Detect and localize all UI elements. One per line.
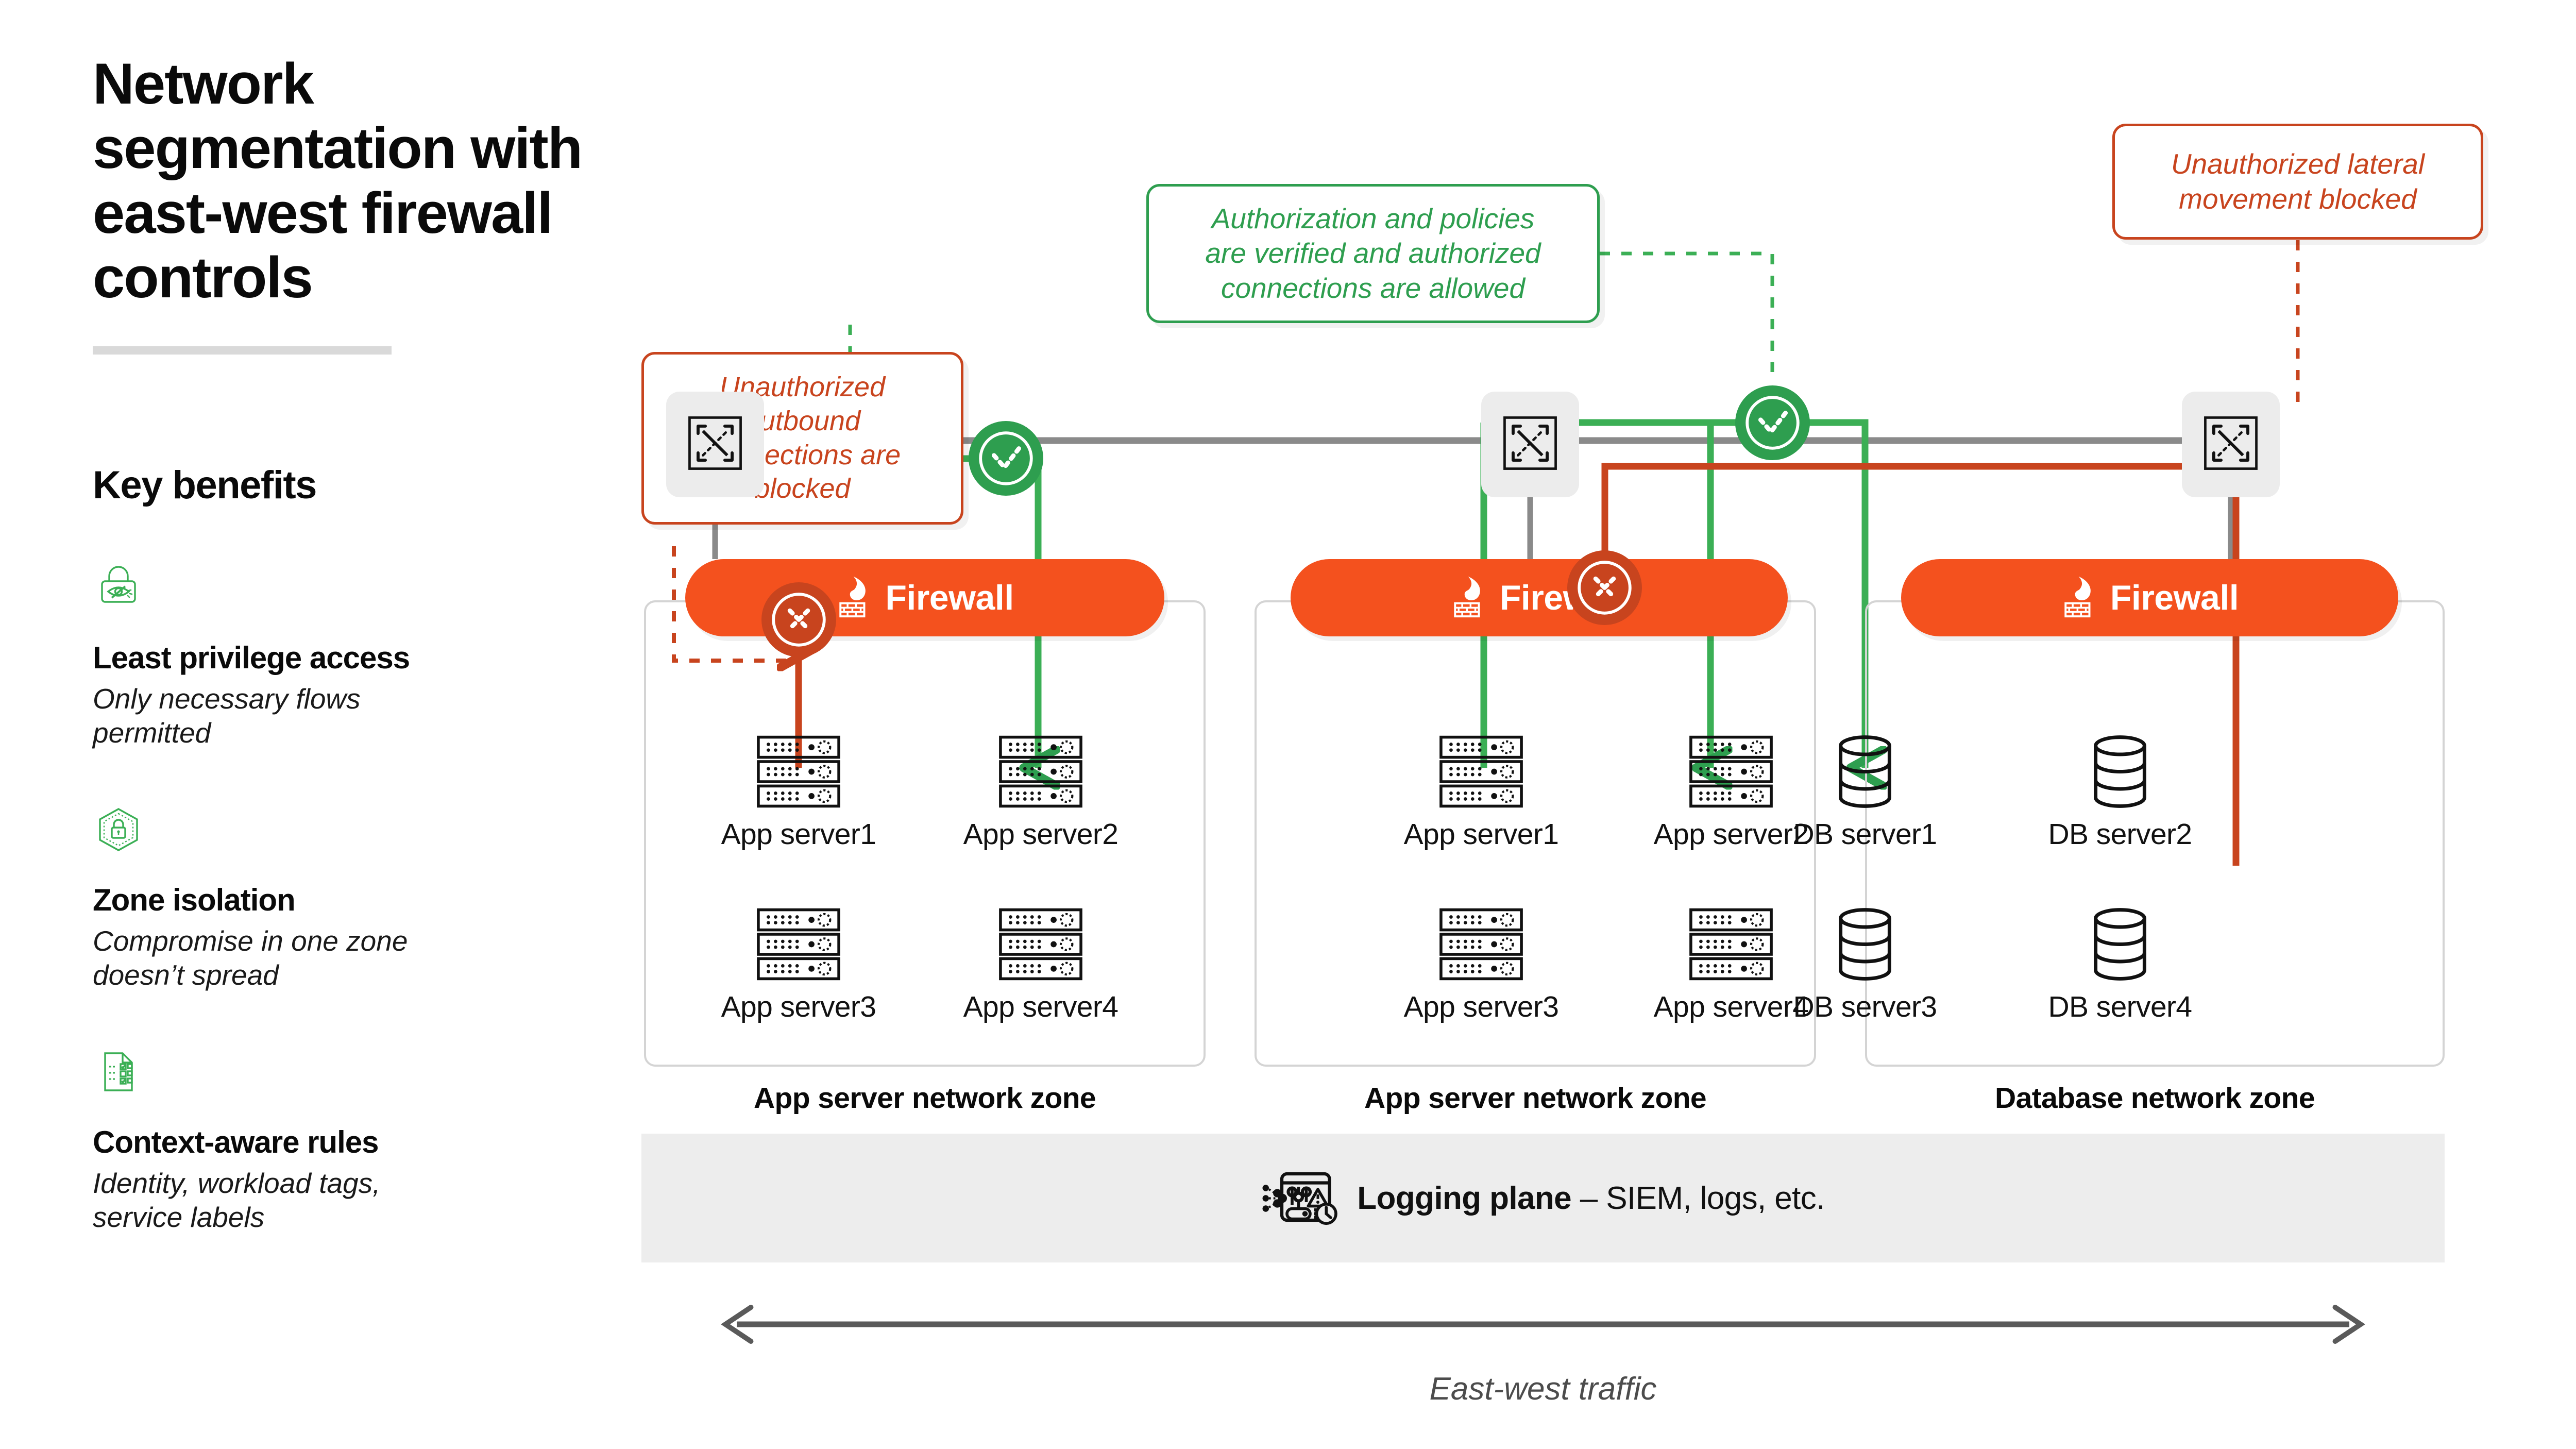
benefit-description: Only necessary flows permitted [93, 682, 361, 749]
node-label: DB server4 [2048, 990, 2192, 1023]
database-cylinder-icon [2035, 904, 2205, 982]
network-switch-zone-1[interactable] [666, 392, 764, 497]
node-db-server-2[interactable]: DB server2 [2035, 732, 2205, 851]
server-rack-icon [714, 732, 884, 809]
logging-plane-label-bold: Logging plane [1357, 1180, 1572, 1216]
benefit-context-aware-rules: Context-aware rules Identity, workload t… [93, 1046, 670, 1234]
east-west-traffic-caption: East-west traffic [1429, 1371, 1657, 1407]
network-switch-icon [685, 413, 745, 476]
page-title: Network segmentation with east-west fire… [93, 52, 583, 310]
node-app-server-1b[interactable]: App server1 [1396, 732, 1566, 851]
node-label: DB server3 [1793, 990, 1937, 1023]
firewall-flame-brick-icon [2061, 575, 2099, 621]
lock-hidden-eye-icon [93, 562, 170, 629]
node-db-server-1[interactable]: DB server1 [1780, 732, 1950, 851]
node-label: DB server1 [1793, 818, 1937, 851]
benefit-title: Least privilege access [93, 640, 410, 675]
node-label: App server1 [721, 818, 876, 851]
firewall-flame-brick-icon [1450, 575, 1488, 621]
server-rack-icon [714, 904, 884, 982]
zone-label-app-1: App server network zone [753, 1082, 1096, 1115]
benefit-zone-isolation: Zone isolation Compromise in one zone do… [93, 804, 670, 992]
network-diagram: Unauthorized outbound connections are bl… [608, 0, 2576, 1449]
x-circle-icon [772, 593, 826, 647]
network-switch-icon [1500, 413, 1561, 476]
left-info-panel: Network segmentation with east-west fire… [93, 52, 670, 1234]
title-divider [93, 346, 392, 355]
callout-authorized-connections: Authorization and policies are verified … [1146, 184, 1600, 323]
status-badge-allowed-left [969, 421, 1043, 496]
node-app-server-2b[interactable]: App server2 [1646, 732, 1816, 851]
callout-unauthorized-lateral: Unauthorized lateral movement blocked [2112, 124, 2483, 240]
database-cylinder-icon [2035, 732, 2205, 809]
node-label: App server2 [963, 818, 1118, 851]
node-label: App server4 [1653, 990, 1809, 1023]
network-switch-icon [2200, 413, 2261, 476]
logging-plane-label: Logging plane – SIEM, logs, etc. [1357, 1180, 1825, 1217]
x-circle-icon [1578, 561, 1632, 615]
status-badge-blocked-middle [1567, 550, 1642, 625]
logging-dashboard-icon [1261, 1158, 1338, 1238]
key-benefits-heading: Key benefits [93, 463, 317, 507]
node-app-server-1a[interactable]: App server1 [714, 732, 884, 851]
node-app-server-4a[interactable]: App server4 [956, 904, 1126, 1024]
logging-plane-banner: Logging plane – SIEM, logs, etc. [641, 1134, 2445, 1262]
server-rack-icon [1646, 732, 1816, 809]
server-rack-icon [956, 904, 1126, 982]
node-db-server-3[interactable]: DB server3 [1780, 904, 1950, 1024]
zone-label-app-2: App server network zone [1364, 1082, 1707, 1115]
node-app-server-4b[interactable]: App server4 [1646, 904, 1816, 1024]
logging-plane-label-rest: – SIEM, logs, etc. [1571, 1180, 1825, 1216]
checklist-document-icon [93, 1046, 170, 1113]
node-label: App server2 [1653, 818, 1809, 851]
server-rack-icon [1396, 904, 1566, 982]
firewall-zone-3[interactable]: Firewall [1901, 559, 2398, 636]
server-rack-icon [1646, 904, 1816, 982]
firewall-label: Firewall [885, 578, 1014, 617]
benefit-title: Context-aware rules [93, 1124, 379, 1159]
benefit-least-privilege-access: Least privilege access Only necessary fl… [93, 562, 670, 750]
hexagon-padlock-icon [93, 804, 170, 871]
network-switch-zone-3[interactable] [2182, 392, 2280, 497]
node-app-server-3b[interactable]: App server3 [1396, 904, 1566, 1024]
benefit-description: Compromise in one zone doesn’t spread [93, 924, 408, 991]
benefit-description: Identity, workload tags, service labels [93, 1167, 381, 1233]
node-label: App server3 [721, 990, 876, 1023]
firewall-zone-1[interactable]: Firewall [685, 559, 1164, 636]
node-label: App server1 [1403, 818, 1559, 851]
firewall-zone-2[interactable]: Firewall [1291, 559, 1788, 636]
firewall-label: Firewall [2110, 578, 2239, 617]
zone-label-database: Database network zone [1995, 1082, 2315, 1115]
benefit-title: Zone isolation [93, 882, 296, 917]
node-label: App server4 [963, 990, 1118, 1023]
node-label: App server3 [1403, 990, 1559, 1023]
status-badge-blocked-left [761, 582, 836, 657]
database-cylinder-icon [1780, 732, 1950, 809]
node-app-server-2a[interactable]: App server2 [956, 732, 1126, 851]
firewall-flame-brick-icon [836, 575, 874, 621]
check-circle-icon [1745, 396, 1800, 450]
network-switch-zone-2[interactable] [1481, 392, 1579, 497]
node-app-server-3a[interactable]: App server3 [714, 904, 884, 1024]
node-label: DB server2 [2048, 818, 2192, 851]
database-cylinder-icon [1780, 904, 1950, 982]
server-rack-icon [1396, 732, 1566, 809]
status-badge-allowed-right [1735, 385, 1810, 460]
check-circle-icon [979, 431, 1033, 485]
server-rack-icon [956, 732, 1126, 809]
callout-unauthorized-outbound: Unauthorized outbound connections are bl… [641, 352, 963, 525]
node-db-server-4[interactable]: DB server4 [2035, 904, 2205, 1024]
